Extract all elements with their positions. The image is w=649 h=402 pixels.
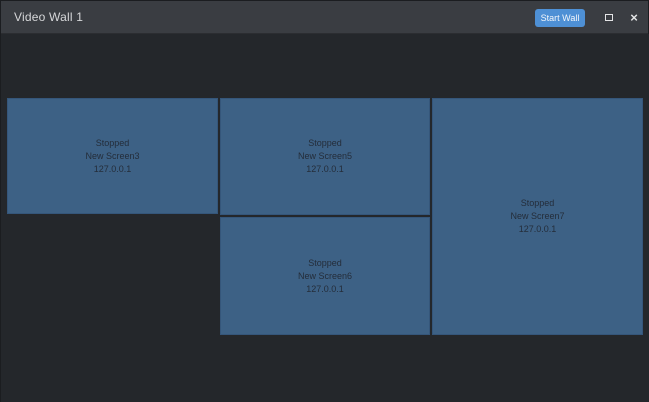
screen-name: New Screen3 [85, 150, 140, 161]
screen-tile-new-screen5[interactable]: Stopped New Screen5 127.0.0.1 [220, 98, 430, 215]
window-title: Video Wall 1 [14, 10, 84, 24]
screen-address: 127.0.0.1 [518, 224, 557, 234]
close-icon[interactable]: × [630, 9, 638, 25]
wall-canvas: Stopped New Screen3 127.0.0.1 Stopped Ne… [1, 34, 649, 402]
maximize-square-glyph [605, 14, 613, 21]
titlebar: Video Wall 1 Start Wall × [1, 1, 648, 34]
screen-address: 127.0.0.1 [306, 164, 344, 174]
screen-name: New Screen7 [510, 211, 565, 221]
screen-status: Stopped [308, 138, 342, 148]
screen-tile-new-screen7[interactable]: Stopped New Screen7 127.0.0.1 [432, 98, 643, 335]
screen-tile-new-screen3[interactable]: Stopped New Screen3 127.0.0.1 [7, 98, 218, 214]
screen-name: New Screen5 [297, 151, 353, 161]
screen-status: Stopped [308, 257, 342, 268]
titlebar-actions: Start Wall × [535, 1, 648, 34]
screen-status: Stopped [520, 198, 555, 208]
screen-name: New Screen6 [297, 270, 353, 281]
screen-address: 127.0.0.1 [306, 283, 344, 294]
screen-status: Stopped [95, 137, 130, 148]
start-wall-button[interactable]: Start Wall [535, 8, 585, 27]
maximize-icon[interactable] [601, 10, 617, 26]
screen-tile-new-screen6[interactable]: Stopped New Screen6 127.0.0.1 [220, 217, 430, 335]
screen-address: 127.0.0.1 [93, 163, 132, 174]
